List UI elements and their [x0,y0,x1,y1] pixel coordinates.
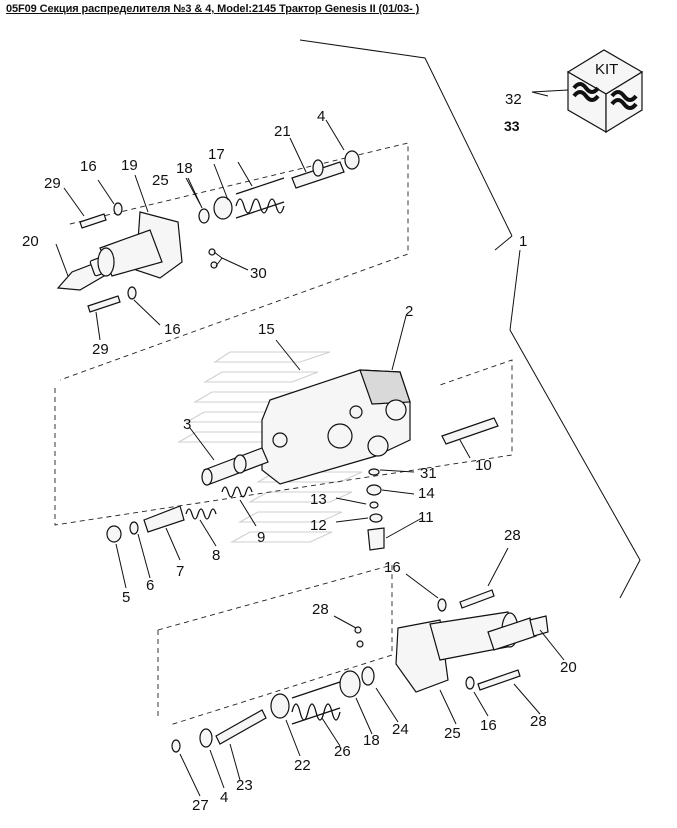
callout-28: 28 [530,713,547,730]
callout-16: 16 [164,321,181,338]
callout-leaders [55,89,569,797]
callout-27: 27 [192,797,209,814]
callout-24: 24 [392,721,409,738]
callout-16: 16 [384,559,401,576]
callout-labels: 1 2 3 4 4 5 6 7 8 9 10 11 12 13 14 15 16… [22,91,577,814]
part-4-oring [344,150,360,170]
callout-15: 15 [258,321,275,338]
part-19-cover [97,211,183,279]
callout-3: 3 [183,416,191,433]
part-2-valve-body [261,369,411,485]
part-29-screws [79,213,121,313]
callout-20: 20 [22,233,39,250]
part-16-washer [437,598,447,612]
part-17-spring [235,177,285,219]
check-valve-stack [366,468,385,551]
callout-11: 11 [418,509,434,526]
part-3-spool [201,447,269,486]
callout-4: 4 [317,108,325,125]
callout-29: 29 [92,341,109,358]
part-22-collar [270,693,290,719]
callout-5: 5 [122,589,130,606]
callout-28: 28 [504,527,521,544]
callout-29: 29 [44,175,61,192]
part-6-seal [129,521,139,535]
callout-28: 28 [312,601,329,618]
callout-8: 8 [212,547,220,564]
part-5-plug [106,525,122,543]
callout-14: 14 [418,485,435,502]
part-28-screw [459,589,495,609]
callout-18: 18 [363,732,380,749]
diagram-title: 05F09 Секция распределителя №3 & 4, Mode… [6,3,420,15]
callout-2: 2 [405,303,413,320]
part-28-clips [354,626,364,648]
part-10-pin [441,417,499,445]
callout-22: 22 [294,757,311,774]
part-8-spring [185,508,217,520]
upper-assembly-outline [59,142,409,381]
callout-13: 13 [310,491,327,508]
callout-12: 12 [310,517,327,534]
callout-16: 16 [480,717,497,734]
callout-25: 25 [444,725,461,742]
part-16-washer [465,676,475,690]
part-20-lower [487,615,549,651]
valve-section-outline [54,359,513,526]
part-27-ring [171,739,181,753]
callout-9: 9 [257,529,265,546]
kit-label: KIT [595,61,618,78]
part-23-shaft [215,709,267,745]
part-25-seal [198,208,210,224]
callout-6: 6 [146,577,154,594]
callout-19: 19 [121,157,138,174]
callout-4: 4 [220,789,228,806]
part-18-collar [213,196,233,220]
part-24-seal [361,666,375,686]
callout-21: 21 [274,123,291,140]
callout-32: 32 [505,91,522,108]
callout-1: 1 [519,233,527,250]
part-16-washer [127,286,137,300]
part-16-washer [113,202,123,216]
callout-25: 25 [152,172,169,189]
callout-17: 17 [208,146,225,163]
part-7-sleeve [143,505,185,533]
callout-33: 33 [504,118,520,134]
callout-18: 18 [176,160,193,177]
part-26-spring [291,681,341,725]
part-4-oring-lower [199,728,213,748]
part-25-cover-lower [395,611,519,693]
kit-box: KIT [566,49,644,134]
part-28-screw [477,669,521,691]
part-9-spring [221,486,253,498]
callout-26: 26 [334,743,351,760]
callout-7: 7 [176,563,184,580]
part-21-shaft [291,159,345,189]
callout-23: 23 [236,777,253,794]
item-1-leaders [299,39,641,599]
callout-31: 31 [420,465,437,482]
callout-30: 30 [250,265,267,282]
lower-assembly-outline [157,564,393,726]
callout-16: 16 [80,158,97,175]
part-18-collar [339,670,361,698]
callout-20: 20 [560,659,577,676]
callout-10: 10 [475,457,492,474]
part-30-clips [208,248,218,269]
